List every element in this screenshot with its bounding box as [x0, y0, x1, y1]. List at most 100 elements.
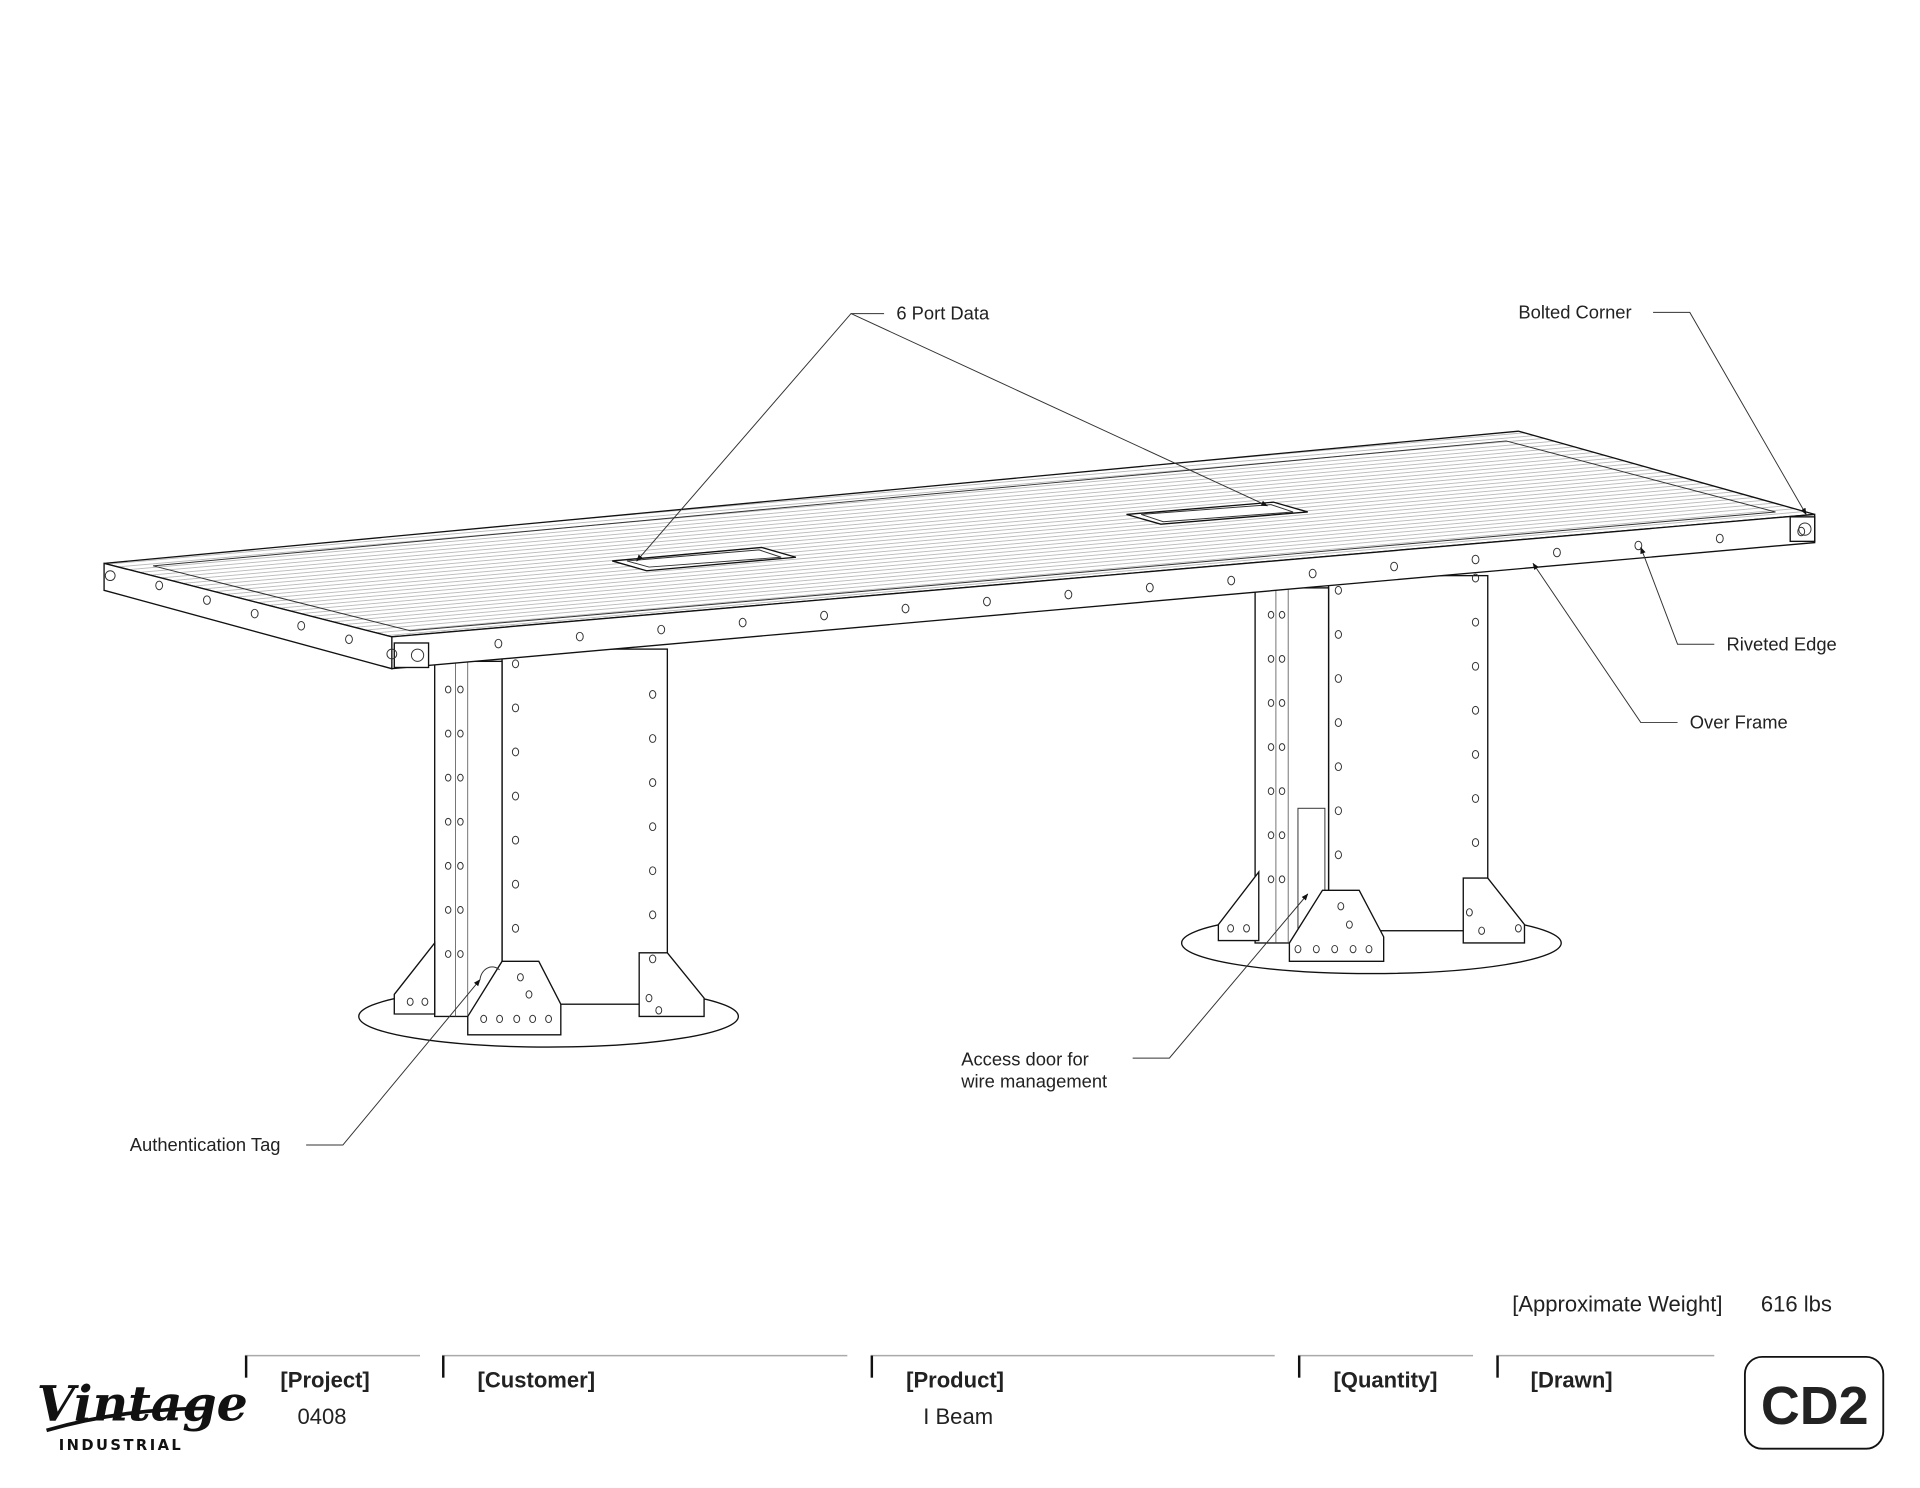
right-leg — [1180, 573, 1562, 975]
rivet — [1553, 547, 1561, 558]
project-label: [Project] — [280, 1367, 369, 1392]
rivet — [457, 906, 464, 914]
end-frame — [103, 562, 393, 670]
rivet — [1334, 674, 1342, 683]
rivet — [1715, 533, 1724, 544]
rivet — [203, 595, 211, 605]
data-port-right — [1126, 501, 1308, 525]
rivet — [1471, 661, 1480, 671]
rivet — [738, 617, 747, 628]
rivet — [1294, 944, 1302, 954]
rivet — [496, 1014, 504, 1024]
rivet — [457, 729, 464, 738]
left-leg — [358, 648, 740, 1048]
rivet — [820, 610, 829, 621]
rivet — [1278, 610, 1286, 619]
rivet — [649, 954, 657, 964]
callout-label: wire management — [960, 1070, 1107, 1091]
title-block: Vintage INDUSTRIAL [Project] 0408 [Custo… — [37, 1354, 1885, 1454]
rivet — [511, 659, 520, 669]
rivet — [1471, 617, 1480, 627]
rivet — [1334, 629, 1342, 639]
rivet — [1267, 787, 1275, 796]
callout-riveted-edge: Riveted Edge — [1640, 546, 1837, 654]
product-label: [Product] — [906, 1367, 1004, 1392]
rivet — [516, 973, 524, 982]
callout-authentication-tag: Authentication Tag — [130, 979, 481, 1155]
rivet — [1267, 699, 1275, 707]
rivet — [444, 861, 452, 870]
callout-access-door: Access door for wire management — [960, 893, 1309, 1091]
rivet — [983, 596, 991, 607]
rivet — [1278, 699, 1286, 707]
rivet — [1471, 794, 1480, 803]
rivet — [1267, 610, 1275, 619]
rivet — [155, 580, 164, 591]
logo-subtitle: INDUSTRIAL — [59, 1437, 183, 1454]
rivet — [901, 603, 910, 614]
rivet — [1471, 573, 1480, 583]
rivet — [1337, 902, 1345, 911]
rivet — [1267, 831, 1275, 840]
callout-label: Bolted Corner — [1518, 301, 1631, 322]
rivet — [457, 817, 464, 826]
rivet — [1478, 926, 1486, 935]
rivet — [511, 703, 520, 713]
rivet — [1345, 920, 1353, 929]
rivet — [406, 997, 414, 1006]
rivet — [250, 608, 259, 619]
rivet — [1390, 561, 1398, 572]
product-value: I Beam — [923, 1404, 993, 1429]
rivet — [649, 822, 657, 832]
callout-6-port-data: 6 Port Data — [636, 303, 1268, 562]
rivet — [1634, 540, 1643, 551]
rivet — [529, 1014, 537, 1024]
rivet — [444, 950, 452, 958]
rivet — [1365, 944, 1373, 954]
project-value: 0408 — [298, 1404, 347, 1429]
rivet — [655, 1006, 663, 1015]
rivet — [1471, 749, 1480, 759]
rivet — [1471, 705, 1480, 715]
callout-label: Riveted Edge — [1727, 633, 1837, 654]
rivet — [1334, 718, 1342, 727]
rivet — [1349, 944, 1357, 954]
rivet — [511, 747, 520, 757]
rivet — [511, 923, 520, 933]
rivet — [511, 879, 520, 889]
callout-label: Over Frame — [1690, 712, 1788, 733]
rivet — [511, 835, 520, 845]
rivet — [649, 734, 657, 743]
approximate-weight-label: [Approximate Weight] — [1512, 1292, 1722, 1317]
rivet — [657, 624, 666, 635]
rivet — [575, 631, 584, 642]
rivet — [1471, 838, 1480, 847]
rivet — [1797, 526, 1806, 537]
rivet — [444, 906, 452, 914]
rivet — [1278, 831, 1286, 840]
rivet — [649, 866, 657, 876]
callout-over-frame: Over Frame — [1532, 562, 1788, 733]
vintage-industrial-logo: Vintage INDUSTRIAL — [37, 1375, 248, 1454]
rivet — [513, 1014, 521, 1024]
rivet — [1227, 924, 1235, 933]
rivet — [1308, 568, 1317, 579]
rivet — [1331, 944, 1339, 954]
rivet — [1334, 850, 1342, 860]
callout-label: 6 Port Data — [896, 303, 990, 324]
rivet — [444, 773, 452, 782]
rivet — [1278, 654, 1286, 663]
rivet — [1278, 875, 1286, 884]
rivet — [649, 689, 657, 699]
rivet — [1267, 875, 1275, 884]
quantity-label: [Quantity] — [1333, 1367, 1437, 1392]
rivet — [457, 685, 464, 694]
sheet-id-box — [1743, 1355, 1885, 1450]
rivet — [1267, 743, 1275, 751]
rivet — [444, 817, 452, 826]
rivet — [297, 621, 306, 631]
rivet — [494, 638, 503, 649]
rivet — [649, 778, 657, 787]
rivet — [1278, 787, 1286, 796]
rivet — [511, 791, 520, 801]
